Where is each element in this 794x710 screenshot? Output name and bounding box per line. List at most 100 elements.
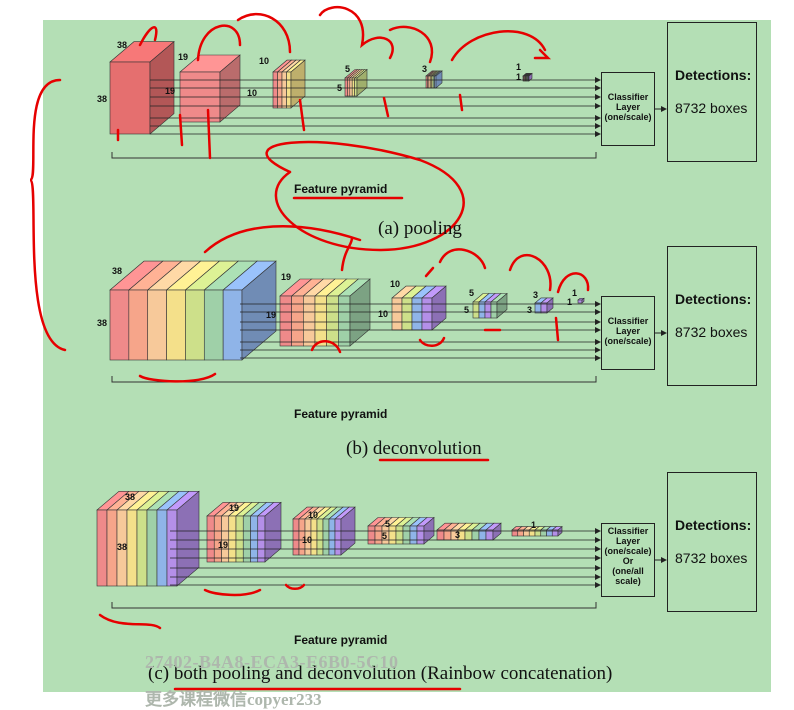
arrow-head — [595, 565, 601, 571]
classifier-layer-label-a: Classifier Layer (one/scale) — [604, 92, 652, 122]
cube-front-face — [351, 77, 355, 97]
cube-front-face — [156, 509, 168, 587]
cube-front-face — [147, 289, 167, 361]
cube-front-face — [291, 295, 304, 347]
feature-map-5-b — [472, 292, 508, 319]
cube-side-face — [492, 522, 502, 541]
arrow-head — [595, 339, 601, 345]
classifier-layer-box-c — [601, 523, 655, 597]
cube-front-face — [344, 77, 348, 97]
dim-3-side-c: 3 — [455, 530, 461, 540]
cube-front-face — [326, 295, 339, 347]
cube-front-face — [347, 77, 351, 97]
annotation-stroke — [138, 372, 217, 383]
dim-38-side-c: 38 — [117, 542, 128, 552]
dim-1-side-b: 1 — [567, 297, 573, 307]
cube-side-face — [581, 297, 585, 304]
cube-front-face — [166, 289, 186, 361]
dim-19-top-c: 19 — [229, 503, 240, 513]
cube-side-face — [431, 285, 447, 331]
detections-title-b: Detections: — [675, 291, 752, 307]
dim-19-side-a: 19 — [165, 86, 176, 96]
arrow-head — [595, 355, 601, 361]
cube-front-face — [213, 515, 222, 563]
annotation-stroke — [424, 266, 435, 278]
annotation-stroke — [310, 340, 342, 354]
arrow-head — [595, 546, 601, 552]
annotation-stroke — [533, 48, 552, 60]
caption-b: (b) deconvolution — [346, 438, 482, 460]
classifier-to-detections-arrow — [661, 106, 667, 112]
pyramid-bracket — [111, 376, 597, 383]
cube-front-face — [109, 61, 151, 135]
feature-map-10-b — [391, 285, 447, 331]
annotation-stroke — [236, 12, 292, 54]
pyramid-bracket — [111, 152, 597, 159]
caption-word-a: pooling — [403, 218, 462, 239]
cube-front-face — [334, 518, 342, 556]
detections-box-b — [667, 246, 757, 386]
arrow-head — [595, 528, 601, 534]
cube-front-face — [416, 525, 425, 545]
caption-word-b: deconvolution — [372, 438, 482, 459]
annotation-stroke — [98, 613, 162, 630]
watermark-text: 更多课程微信copyer233 — [145, 690, 322, 709]
annotation-stroke — [265, 140, 465, 252]
dim-10-top-a: 10 — [259, 56, 270, 66]
watermark-code: 27402-B4A8-ECA3-E6B0-5C10 — [145, 652, 399, 672]
arrow-head — [595, 301, 601, 307]
feature-map-3-b — [534, 297, 554, 314]
cube-front-face — [540, 302, 548, 314]
cube-front-face — [292, 518, 300, 556]
feature-map-1-c — [511, 525, 563, 537]
cube-side-face — [241, 260, 277, 361]
cube-front-face — [367, 525, 376, 545]
feature-map-38-c — [96, 490, 200, 587]
annotation-stroke — [284, 583, 306, 590]
annotation-stroke — [178, 113, 184, 147]
annotation-stroke — [556, 272, 590, 294]
detections-count-c: 8732 boxes — [675, 550, 748, 566]
dim-38-top-b: 38 — [112, 266, 123, 276]
arrow-head — [595, 123, 601, 129]
arrow-head — [595, 574, 601, 580]
cube-front-face — [316, 518, 324, 556]
cube-front-face — [314, 295, 327, 347]
feature-map-10-c — [292, 506, 356, 556]
arrow-head — [595, 582, 601, 588]
cube-front-face — [126, 509, 138, 587]
annotation-stroke — [438, 248, 487, 270]
dim-10-side-b: 10 — [378, 309, 389, 319]
cube-front-face — [206, 515, 215, 563]
cube-front-face — [106, 509, 118, 587]
cube-front-face — [485, 529, 494, 541]
annotation-stroke — [318, 6, 394, 60]
cube-front-face — [242, 515, 251, 563]
annotation-stroke — [340, 236, 354, 272]
annotation-stroke — [508, 253, 552, 292]
dim-1-side-a: 1 — [516, 72, 522, 82]
classifier-layer-label-c: Classifier Layer (one/scale) Or (one/all… — [604, 526, 652, 586]
cube-front-face — [401, 297, 413, 331]
cube-front-face — [354, 77, 358, 97]
dim-3-side-b: 3 — [527, 305, 533, 315]
arrow-head — [595, 131, 601, 137]
dim-10-side-c: 10 — [302, 535, 313, 545]
cube-front-face — [478, 529, 487, 541]
cube-front-face — [279, 295, 292, 347]
annotation-stroke — [28, 78, 67, 352]
dim-5-side-c: 5 — [382, 531, 388, 541]
dim-19-side-c: 19 — [218, 540, 229, 550]
dim-5-top-b: 5 — [469, 288, 475, 298]
dim-1-top-a: 1 — [516, 62, 522, 72]
dim-5-side-b: 5 — [464, 305, 470, 315]
dim-10-top-b: 10 — [390, 279, 401, 289]
detections-title-c: Detections: — [675, 517, 752, 533]
cube-front-face — [338, 295, 351, 347]
annotation-stroke — [418, 336, 446, 347]
cube-front-face — [250, 515, 259, 563]
cube-side-face — [356, 68, 368, 97]
cube-side-face — [219, 54, 241, 123]
cube-front-face — [222, 289, 243, 361]
